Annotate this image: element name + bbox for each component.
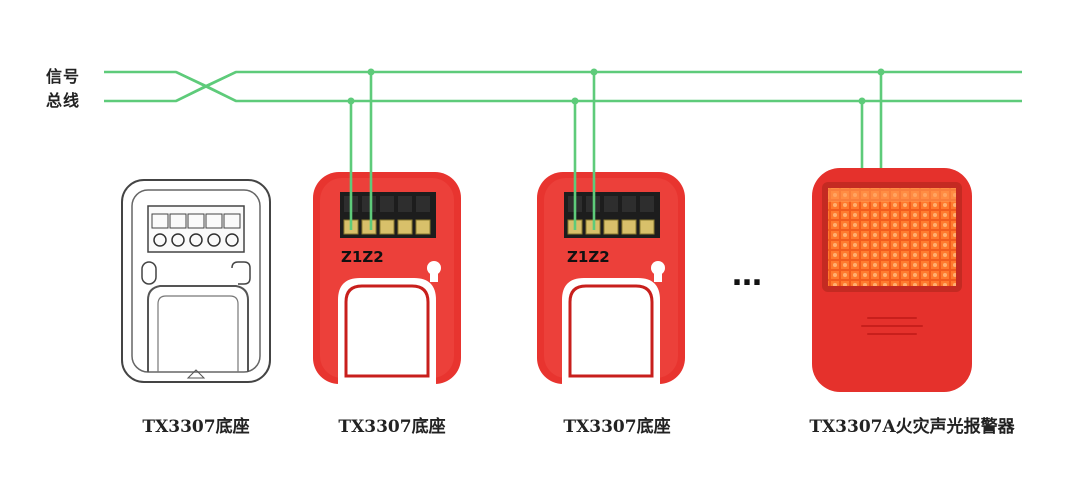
junction-dots xyxy=(347,68,885,105)
caption-device-3: TX3307底座 xyxy=(563,417,671,437)
bus-wire-bottom xyxy=(104,84,1022,103)
more-devices-ellipsis: … xyxy=(732,258,764,293)
terminal-label-device-3: Z1Z2 xyxy=(567,248,610,266)
caption-device-1: TX3307底座 xyxy=(142,417,250,437)
bus-label-line1: 信号 xyxy=(46,67,81,86)
device-alarm xyxy=(812,168,972,392)
bus-wire-top xyxy=(104,70,1022,88)
device-base-red-1 xyxy=(313,172,461,384)
bus-label-line2: 总线 xyxy=(46,91,81,110)
device-base-outline xyxy=(121,179,271,383)
caption-device-2: TX3307底座 xyxy=(338,417,446,437)
device-base-red-2 xyxy=(537,172,685,384)
caption-device-4: TX3307A火灾声光报警器 xyxy=(809,417,1015,437)
signal-bus xyxy=(104,70,1022,230)
bus-crossover-b xyxy=(175,70,237,103)
terminal-label-device-2: Z1Z2 xyxy=(341,248,384,266)
